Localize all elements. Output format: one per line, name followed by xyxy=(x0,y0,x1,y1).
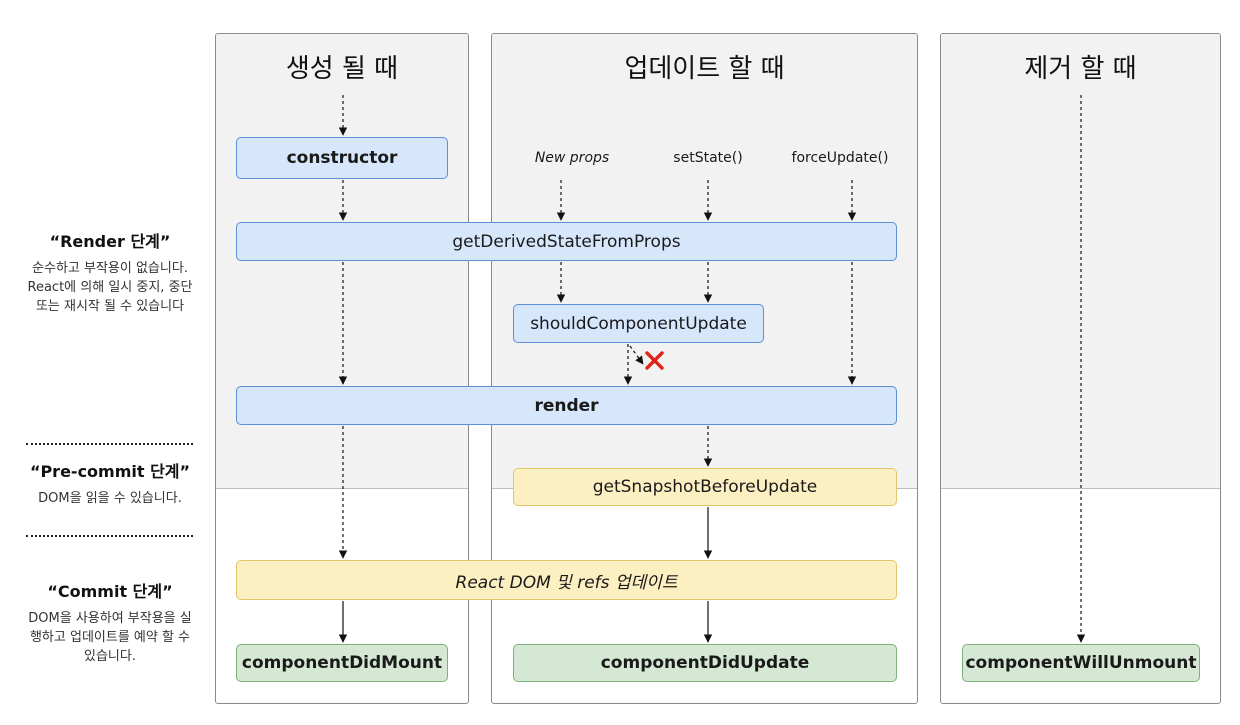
phase-divider xyxy=(26,535,193,537)
render-phase-description: 순수하고 부작용이 없습니다. React에 의해 일시 중지, 중단 또는 재… xyxy=(27,261,193,314)
precommit-phase-description: DOM을 읽을 수 있습니다. xyxy=(38,491,182,506)
arrow-should-to-cancel xyxy=(629,345,644,365)
get-snapshot-node: getSnapshotBeforeUpdate xyxy=(513,468,897,506)
component-did-update-node: componentDidUpdate xyxy=(513,644,897,682)
component-did-mount-node: componentDidMount xyxy=(236,644,448,682)
get-derived-state-node: getDerivedStateFromProps xyxy=(236,222,897,261)
precommit-phase-label: “Pre-commit 단계” DOM을 읽을 수 있습니다. xyxy=(20,458,200,508)
render-node: render xyxy=(236,386,897,425)
commit-phase-label: “Commit 단계” DOM을 사용하여 부작용을 실행하고 업데이트를 예약… xyxy=(20,578,200,666)
trigger-set-state: setState() xyxy=(673,150,743,166)
mounting-title: 생성 될 때 xyxy=(285,54,399,84)
trigger-new-props: New props xyxy=(534,150,610,166)
phase-divider xyxy=(26,443,193,445)
react-dom-update-node: React DOM 및 refs 업데이트 xyxy=(236,560,897,600)
trigger-force-update: forceUpdate() xyxy=(791,150,889,166)
commit-phase-title: “Commit 단계” xyxy=(47,582,173,601)
updating-title: 업데이트 할 때 xyxy=(624,54,785,84)
unmounting-title: 제거 할 때 xyxy=(1024,54,1137,84)
precommit-phase-title: “Pre-commit 단계” xyxy=(29,462,191,481)
render-phase-label: “Render 단계” 순수하고 부작용이 없습니다. React에 의해 일시… xyxy=(20,228,200,316)
component-will-unmount-node: componentWillUnmount xyxy=(962,644,1200,682)
commit-phase-description: DOM을 사용하여 부작용을 실행하고 업데이트를 예약 할 수 있습니다. xyxy=(28,611,192,664)
cancel-x-icon xyxy=(645,351,664,370)
render-phase-title: “Render 단계” xyxy=(49,232,171,251)
constructor-node: constructor xyxy=(236,137,448,179)
should-component-update-node: shouldComponentUpdate xyxy=(513,304,764,343)
